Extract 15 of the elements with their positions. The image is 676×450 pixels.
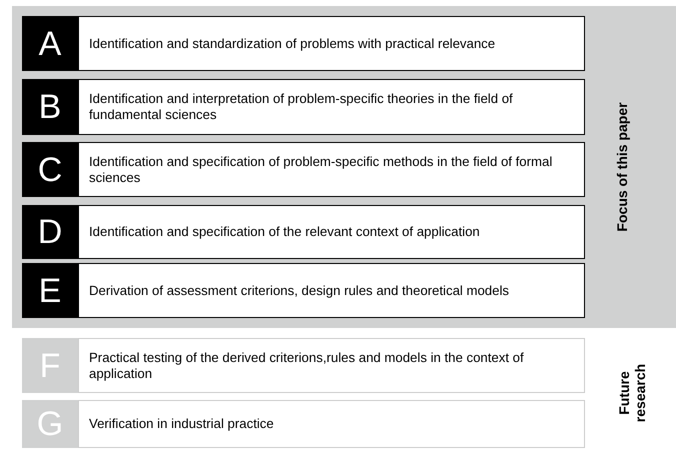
step-description: Verification in industrial practice — [78, 400, 585, 448]
step-description: Identification and standardization of problems with practical relevance — [78, 16, 585, 71]
step-description: Identification and interpretation of problem-specific theories in the field of fundamental sciences — [78, 79, 585, 135]
step-description: Derivation of assessment criterions, design rules and theoretical models — [78, 263, 585, 318]
step-letter: D — [22, 205, 78, 259]
step-letter: A — [22, 16, 78, 71]
section-label: Future research — [616, 362, 648, 424]
step-letter: B — [22, 79, 78, 135]
band-heading: Focus of this paper — [614, 101, 630, 234]
step-letter: C — [22, 142, 78, 197]
focus-band — [12, 6, 676, 328]
step-description: Practical testing of the derived criterions,rules and models in the context of application — [78, 338, 585, 393]
step-description: Identification and specification of problem-specific methods in the field of formal sciences — [78, 142, 585, 197]
step-description: Identification and specification of the relevant context of application — [78, 205, 585, 259]
step-letter: E — [22, 263, 78, 318]
